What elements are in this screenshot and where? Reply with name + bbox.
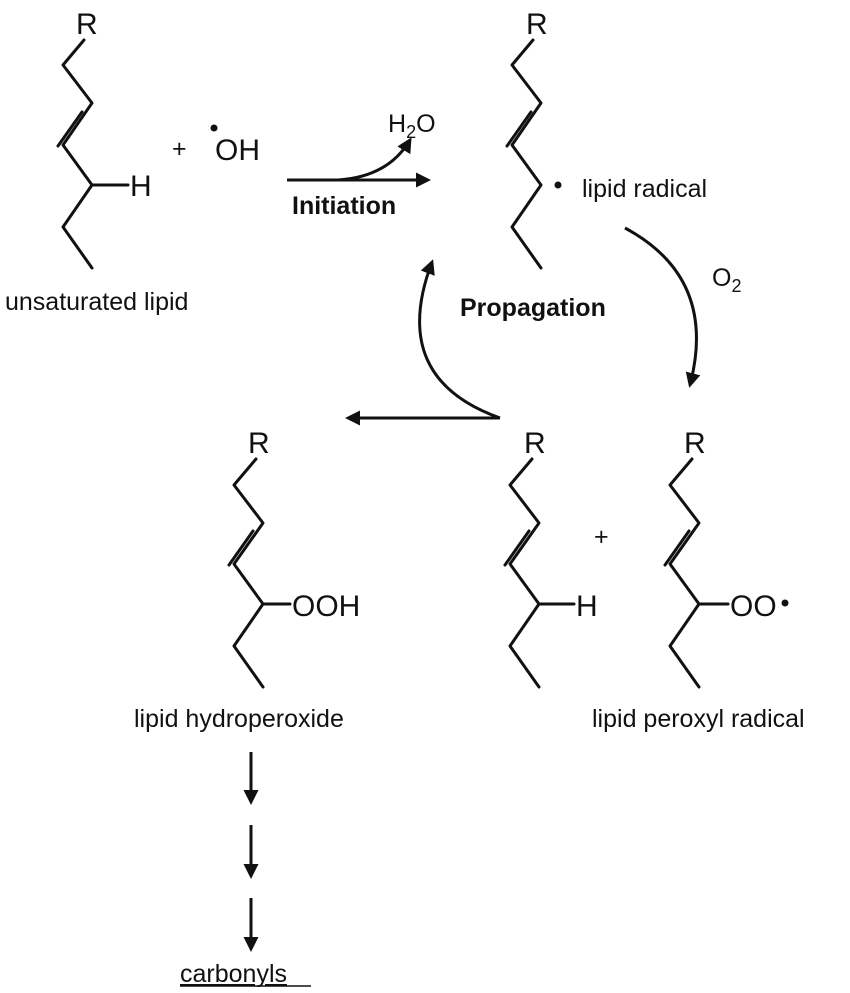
double-bond-line — [503, 529, 531, 567]
propagation-label: Propagation — [460, 294, 606, 322]
second-unsaturated-lipid-structure: R H — [503, 427, 598, 689]
double-bond-line — [663, 529, 691, 567]
water-release-arrow — [337, 137, 412, 182]
initiation-label: Initiation — [292, 192, 396, 220]
hydroperoxy-label: OOH — [292, 590, 360, 623]
r-group-label: R — [76, 8, 98, 41]
plus-sign: + — [594, 523, 609, 551]
hydrogen-label: H — [130, 170, 152, 203]
propagation-return-arrow — [418, 259, 501, 420]
lipid-peroxyl-radical-structure: R OO — [663, 427, 789, 689]
carbon-chain-bonds — [232, 457, 265, 689]
carbon-chain-bonds — [668, 457, 701, 689]
unsaturated-lipid-structure: R H — [56, 8, 152, 270]
water-label: H2O — [388, 110, 436, 142]
radical-dot — [554, 181, 562, 189]
double-bond-line — [505, 110, 533, 148]
lipid-radical-label: lipid radical — [582, 175, 707, 203]
lipid-hydroperoxide-structure: R OOH — [227, 427, 360, 689]
r-group-label: R — [684, 427, 706, 460]
carbonyls-label: carbonyls — [180, 960, 287, 988]
carbon-chain-bonds — [510, 38, 543, 270]
radical-dot — [210, 124, 218, 132]
r-group-label: R — [248, 427, 270, 460]
plus-sign: + — [172, 135, 187, 163]
carbon-chain-bonds — [61, 38, 94, 270]
r-group-label: R — [526, 8, 548, 41]
unsaturated-lipid-label: unsaturated lipid — [5, 288, 188, 316]
oxygen-label: O2 — [712, 264, 741, 296]
double-bond-line — [227, 529, 255, 567]
hydrogen-label: H — [576, 590, 598, 623]
hydroxyl-radical-label: OH — [215, 134, 260, 167]
radical-dot — [781, 599, 789, 607]
lipid-hydroperoxide-label: lipid hydroperoxide — [134, 705, 344, 733]
r-group-label: R — [524, 427, 546, 460]
carbon-chain-bonds — [508, 457, 541, 689]
lipid-radical-structure: R — [505, 8, 562, 270]
oxygen-addition-arrow — [624, 226, 701, 388]
lipid-peroxyl-radical-label: lipid peroxyl radical — [592, 705, 805, 733]
peroxy-label: OO — [730, 590, 777, 623]
double-bond-line — [56, 110, 84, 148]
